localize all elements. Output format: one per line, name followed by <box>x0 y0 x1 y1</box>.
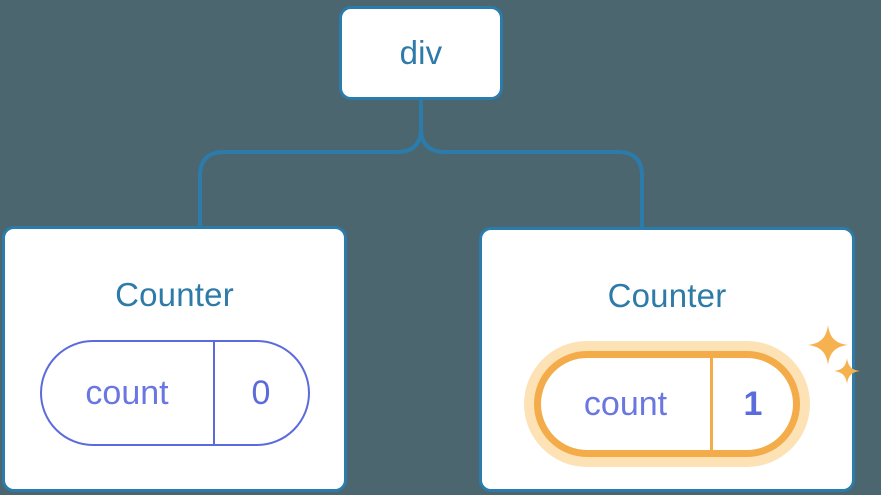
sparkle-icon <box>808 325 848 365</box>
state-key-left: count <box>42 342 215 444</box>
state-pill-left-wrapper: count 0 <box>39 340 310 446</box>
state-pill-left[interactable]: count 0 <box>39 340 310 446</box>
node-counter-right[interactable]: Counter count 1 <box>479 227 860 492</box>
state-value-right: 1 <box>743 384 763 423</box>
state-pill-right[interactable]: count 1 <box>534 351 800 457</box>
node-div-label: div <box>399 34 443 71</box>
state-pill-right-glow: count 1 <box>524 341 810 467</box>
node-counter-left-title: Counter <box>115 276 234 313</box>
node-counter-right-title: Counter <box>607 277 727 314</box>
state-pill-right-wrapper: count 1 <box>524 325 860 467</box>
node-counter-left[interactable]: Counter count 0 <box>2 226 347 492</box>
state-value-left: 0 <box>251 373 271 412</box>
state-key-right: count <box>541 358 713 450</box>
node-div[interactable]: div <box>339 6 503 100</box>
